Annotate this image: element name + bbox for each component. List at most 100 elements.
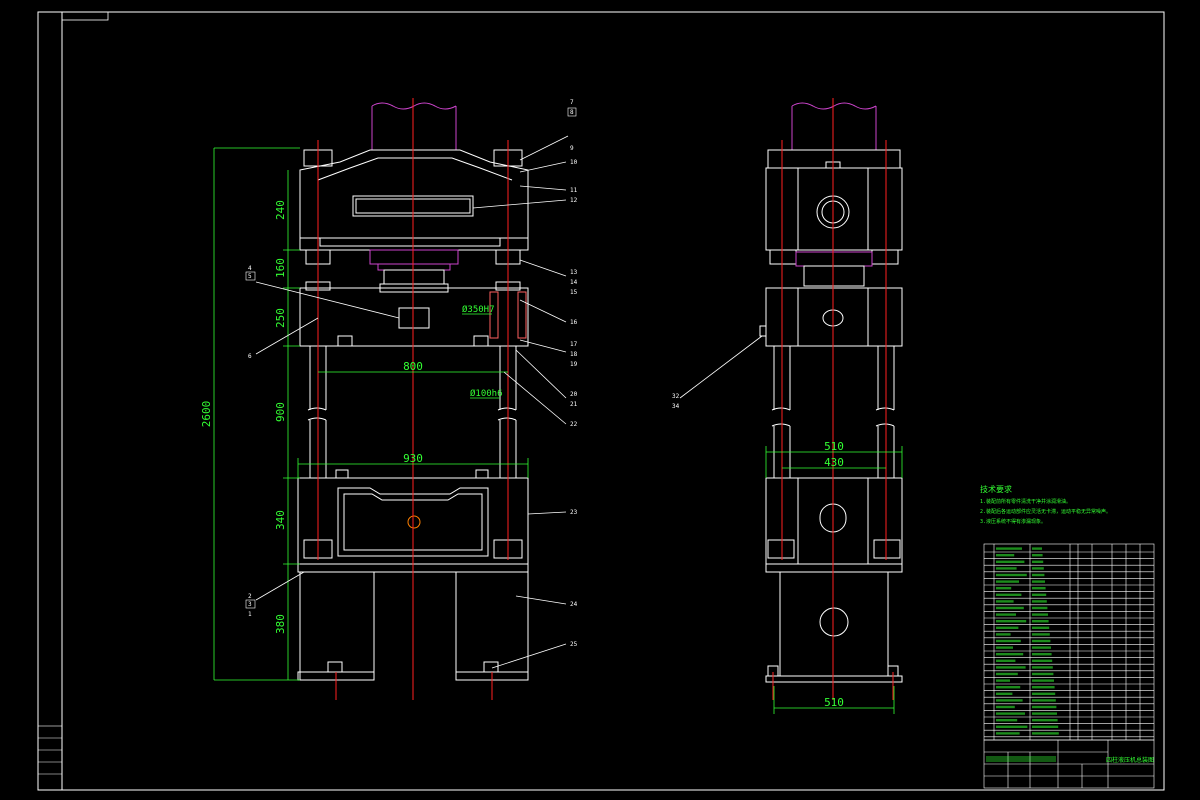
parts-row-entry (996, 620, 1027, 623)
dim-gap: 160 (274, 258, 287, 278)
parts-row-name (1032, 692, 1056, 695)
parts-row-name (1032, 573, 1045, 577)
parts-row-entry (996, 732, 1020, 735)
parts-row-entry (996, 699, 1023, 702)
right-leg (455, 571, 529, 681)
parts-row-entry (996, 719, 1018, 722)
callout-25: 25 (570, 641, 578, 648)
parts-row-entry (996, 626, 1019, 629)
parts-row-name (1032, 732, 1059, 735)
front-dimension-text: 2600 240 160 250 900 340 380 800 930 Ø35… (200, 200, 503, 634)
revision-block (37, 725, 63, 791)
parts-row-entry (996, 672, 1018, 676)
front-dimensions (213, 147, 529, 681)
front-center-lines (317, 98, 509, 700)
parts-row-name (1032, 672, 1054, 676)
parts-row-entry (996, 587, 1012, 590)
parts-row-entry (996, 679, 1010, 682)
parts-row-name (1032, 719, 1058, 722)
parts-row-entry (996, 567, 1017, 570)
callout-1: 1 (248, 611, 252, 618)
parts-row-name (1032, 600, 1047, 603)
title-block (983, 739, 1155, 789)
dim-crown-height: 240 (274, 200, 287, 220)
side-cylinder-top (791, 102, 877, 150)
parts-row-name (1032, 659, 1053, 662)
parts-row-name (1032, 639, 1051, 643)
callout-16: 16 (570, 319, 578, 326)
inner-frame (61, 11, 1165, 791)
parts-row-entry (996, 705, 1015, 709)
side-callout: 32 34 (672, 335, 763, 410)
parts-row-name (1032, 593, 1047, 596)
parts-row-name (1032, 620, 1049, 623)
parts-row-name (1032, 567, 1044, 570)
callout-34: 34 (672, 403, 680, 410)
callout-5: 5 (248, 273, 252, 280)
parts-row-entry (996, 692, 1013, 695)
parts-row-entry (996, 547, 1022, 550)
side-crown (765, 167, 903, 251)
parts-row-entry (996, 666, 1026, 669)
callout-9: 9 (570, 145, 574, 152)
parts-row-name (1032, 587, 1046, 590)
drawing-number-box (61, 11, 109, 21)
side-dimensions (765, 446, 903, 714)
parts-row-entry (996, 593, 1022, 596)
parts-row-entry (996, 560, 1025, 563)
parts-row-entry (996, 554, 1015, 557)
parts-row-name (1032, 705, 1057, 709)
parts-row-name (1032, 666, 1053, 669)
callout-15: 15 (570, 289, 578, 296)
callout-10: 10 (570, 159, 578, 166)
parts-row-entry (996, 725, 1028, 728)
callout-32: 32 (672, 393, 680, 400)
parts-row-name (1032, 580, 1045, 583)
callout-20: 20 (570, 391, 578, 398)
parts-row-name (1032, 633, 1050, 636)
dim-leg-height: 380 (274, 614, 287, 634)
parts-row-entry (996, 659, 1016, 662)
parts-row-name (1032, 725, 1059, 728)
callout-17: 17 (570, 341, 578, 348)
side-leg (779, 571, 889, 677)
front-right-callouts: 7 8 9 10 11 12 13 14 15 16 17 18 19 20 2… (567, 99, 578, 648)
callout-8: 8 (570, 109, 574, 116)
parts-row-entry (996, 613, 1016, 616)
side-center-lines (772, 98, 894, 700)
callout-24: 24 (570, 601, 578, 608)
parts-row-name (1032, 712, 1057, 715)
parts-row-entry (996, 653, 1024, 656)
dim-column-spacing: 800 (403, 360, 423, 373)
dim-side-510: 510 (824, 440, 844, 453)
dim-base-width: 930 (403, 452, 423, 465)
parts-row-entry (996, 646, 1013, 649)
callout-2: 2 (248, 593, 252, 600)
callout-6: 6 (248, 353, 252, 360)
callout-3: 3 (248, 601, 252, 608)
dim-bore-dia: Ø350H7 (462, 304, 495, 315)
parts-list-entries (996, 547, 1059, 735)
callout-21: 21 (570, 401, 578, 408)
side-base (765, 477, 903, 565)
dim-foot-width: 510 (824, 696, 844, 709)
callout-11: 11 (570, 187, 578, 194)
parts-row-entry (996, 633, 1011, 636)
parts-row-name (1032, 626, 1050, 629)
front-leaders (255, 135, 569, 669)
dim-base-height: 340 (274, 510, 287, 530)
callout-4: 4 (248, 265, 252, 272)
left-leg (299, 571, 375, 681)
callout-19: 19 (570, 361, 578, 368)
callout-14: 14 (570, 279, 578, 286)
parts-row-entry (996, 573, 1027, 577)
tech-req-3: 3.液压系统不得有渗漏现象。 (980, 518, 1046, 525)
moving-slide (299, 287, 529, 347)
parts-row-entry (996, 712, 1025, 715)
dim-side-430: 430 (824, 456, 844, 469)
parts-row-name (1032, 554, 1043, 557)
dim-total-height: 2600 (200, 401, 213, 428)
parts-row-entry (996, 686, 1021, 689)
side-slide (765, 287, 903, 347)
